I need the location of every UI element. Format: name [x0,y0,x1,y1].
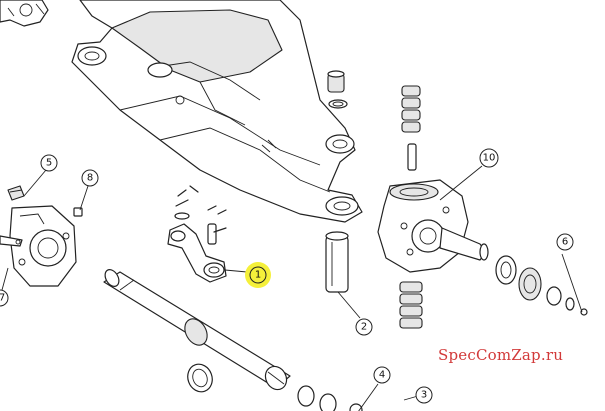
callout-5[interactable]: 5 [40,154,58,172]
callout-2-circle [355,318,373,336]
callout-4[interactable]: 4 [373,366,391,384]
kingpin-bushings-stack [327,70,348,109]
callout-10-circle [479,148,499,168]
callout-8[interactable]: 8 [81,169,99,187]
callout-5-circle [40,154,58,172]
bushing-column-bottom [399,281,423,329]
left-tie-rod [0,235,23,247]
bushing-column-top [401,85,421,171]
axle-frame [71,0,363,223]
hub-seals-and-bearings [495,255,588,316]
callout-4-circle [373,366,391,384]
callout-3[interactable]: 3 [415,386,433,404]
leader-lines [1,165,583,411]
axle-shaft [103,269,291,391]
top-left-housing-part [0,0,49,27]
callout-7-label: 7 [0,293,5,304]
callout-1-label: 1 [255,270,261,281]
callout-6-label: 6 [562,237,568,248]
callout-1-ring [249,266,267,284]
callout-5-label: 5 [46,158,52,169]
callout-3-circle [415,386,433,404]
locking-pins [174,185,227,245]
callout-8-label: 8 [87,173,93,184]
left-knuckle-housing [9,205,77,287]
shaft-seals [187,363,363,411]
left-small-bolt [7,185,25,201]
watermark-text: SpecComZap.ru [438,346,564,364]
callout-7[interactable]: 7 [0,289,9,307]
callout-7-circle [0,289,9,307]
callout-6-circle [556,233,574,251]
callout-10-label: 10 [483,153,496,164]
callout-2[interactable]: 2 [355,318,373,336]
steering-knuckle [377,179,489,273]
callout-10[interactable]: 10 [479,148,499,168]
callout-8-circle [81,169,99,187]
callout-1[interactable]: 1 [245,262,271,288]
callout-3-label: 3 [421,390,427,401]
kingpin [325,231,349,293]
grease-fitting [73,207,83,217]
callout-4-label: 4 [379,370,385,381]
steering-arm [167,223,227,283]
callout-2-label: 2 [361,322,367,333]
callout-6[interactable]: 6 [556,233,574,251]
callout-1-circle [245,262,271,288]
